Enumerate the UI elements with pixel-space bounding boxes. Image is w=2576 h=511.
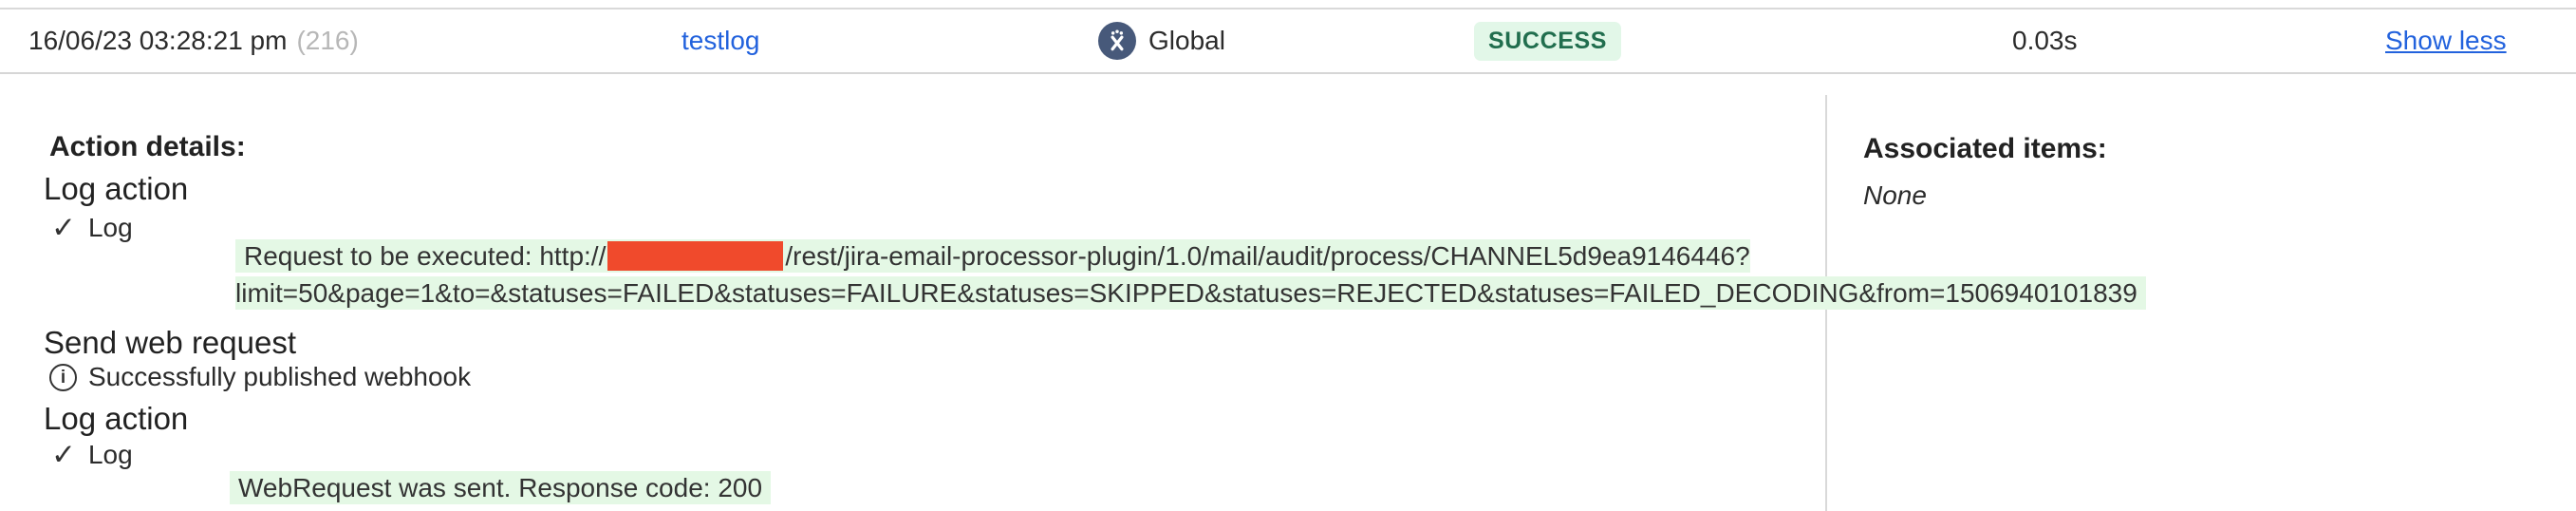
check-icon: ✓	[51, 438, 76, 471]
check-icon: ✓	[51, 211, 76, 244]
execution-count: (216)	[296, 26, 359, 55]
status-badge: SUCCESS	[1474, 21, 1622, 61]
log-summary-row: 16/06/23 03:28:21 pm (216) testlog	[0, 8, 2576, 74]
log-action-1-message: Request to be executed: http:// /rest/jir…	[235, 237, 2146, 312]
send-web-request-heading: Send web request	[44, 325, 297, 360]
log-action-2-result: Log	[87, 440, 133, 469]
log-detail-body: Action details: Log action ✓ Log Request…	[0, 76, 2576, 511]
log-action-1-heading: Log action	[44, 171, 189, 206]
web-request-message: Successfully published webhook	[88, 362, 472, 391]
webrequest-highlight: WebRequest was sent. Response code: 200	[230, 471, 772, 504]
show-less-link[interactable]: Show less	[2385, 26, 2507, 55]
log-action-2-result-row: ✓ Log	[51, 438, 133, 472]
associated-items-title: Associated items:	[1863, 133, 2107, 164]
request-url-prefix: Request to be executed: http://	[244, 241, 607, 271]
scope-cell: Global	[1098, 9, 1225, 72]
rule-name-cell: testlog	[681, 9, 760, 72]
scope-label: Global	[1148, 26, 1225, 55]
status-cell: SUCCESS	[1474, 9, 1622, 72]
request-url-line2: limit=50&page=1&to=&statuses=FAILED&stat…	[235, 278, 2137, 309]
action-details-column: Action details: Log action ✓ Log Request…	[0, 76, 2576, 511]
log-action-1-result: Log	[87, 213, 133, 242]
timestamp-group: 16/06/23 03:28:21 pm (216)	[28, 9, 359, 72]
action-details-title: Action details:	[49, 131, 246, 162]
duration-cell: 0.03s	[2012, 9, 2078, 72]
duration-value: 0.03s	[2012, 26, 2078, 55]
redacted-host-block	[607, 241, 784, 272]
log-action-1-result-row: ✓ Log	[51, 211, 133, 245]
global-scope-icon	[1098, 22, 1136, 60]
associated-items-value: None	[1863, 180, 1927, 210]
web-request-result-row: i Successfully published webhook	[49, 362, 471, 392]
info-icon: i	[49, 363, 77, 391]
request-url-highlight: Request to be executed: http:// /rest/jir…	[235, 239, 2146, 311]
global-icon	[1111, 29, 1124, 51]
associated-items-column: Associated items: None	[1863, 133, 2107, 211]
log-action-2-heading: Log action	[44, 401, 189, 436]
toggle-cell: Show less	[2385, 9, 2507, 72]
log-action-2-message: WebRequest was sent. Response code: 200	[230, 469, 772, 506]
timestamp: 16/06/23 03:28:21 pm	[28, 26, 288, 55]
request-url-line1-rest: /rest/jira-email-processor-plugin/1.0/ma…	[785, 241, 1750, 271]
rule-name-link[interactable]: testlog	[681, 26, 760, 55]
info-icon-glyph: i	[60, 367, 66, 388]
